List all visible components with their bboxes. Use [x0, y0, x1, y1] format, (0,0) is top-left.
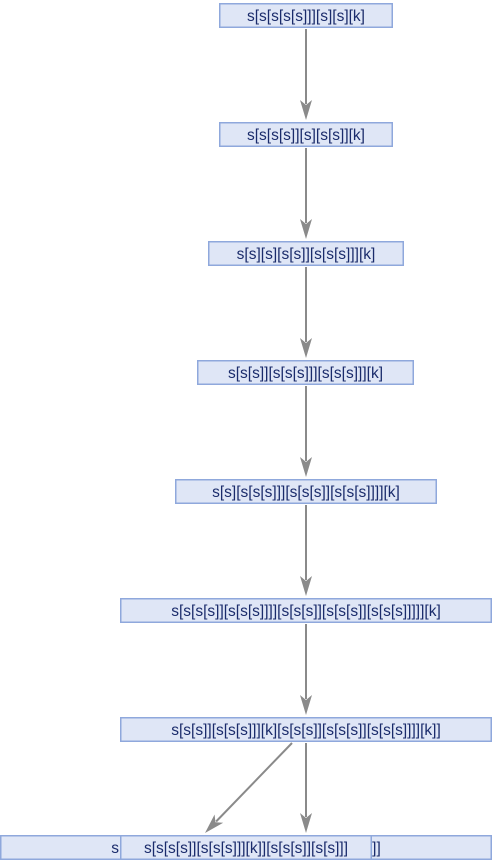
node-box	[219, 122, 393, 147]
node-n5: s[s[s[s]][s[s[s]]]][s[s[s]][s[s[s]][s[s[…	[120, 598, 492, 623]
edge-n1-n2	[300, 148, 312, 239]
arrow-head-icon	[300, 576, 312, 596]
edge-n4-n5	[300, 505, 312, 596]
edge-line	[215, 742, 293, 823]
node-n3: s[s[s]][s[s[s]]][s[s[s]]][k]	[197, 360, 414, 385]
edge-n5-n6	[300, 624, 312, 715]
node-box	[120, 717, 492, 742]
node-label: s[s[s[s]][s][s[s]][k]	[247, 127, 365, 144]
node-n0: s[s[s[s[s]]][s][s][k]	[219, 3, 393, 28]
edge-n0-n1	[300, 29, 312, 120]
edge-n6-n8	[300, 743, 312, 833]
node-n4: s[s][s[s[s]]][s[s[s]][s[s[s]]]][k]	[175, 479, 437, 504]
node-label: s[s][s][s[s]][s[s[s]]][k]	[237, 246, 376, 263]
node-label: s[s[s[s]][s[s[s]]][k]][s[s[s]][s[s]]]	[144, 840, 348, 857]
node-label: s[s[s]][s[s[s]]][s[s[s]]][k]	[228, 365, 383, 382]
node-box	[208, 241, 404, 266]
node-label: s[s[s]][s[s[s]]][k][s[s[s]][s[s[s]][s[s[…	[171, 722, 441, 739]
edges-layer	[205, 29, 312, 833]
node-label: s[s[s[s[s]]][s][s][k]	[247, 8, 365, 25]
nodes-layer: s[s[s[s[s]]][s][s][k] s[s[s[s]][s][s[s]][…	[0, 3, 492, 860]
arrow-head-icon	[300, 219, 312, 239]
node-n8: s[s[s[s]][s[s[s]]][k]][s[s[s]][s[s]]]	[120, 835, 372, 860]
edge-n3-n4	[300, 386, 312, 477]
node-box	[120, 598, 492, 623]
arrow-head-icon	[300, 338, 312, 358]
arrow-head-icon	[300, 457, 312, 477]
node-box	[175, 479, 437, 504]
arrow-head-icon	[300, 100, 312, 120]
node-n1: s[s[s[s]][s][s[s]][k]	[219, 122, 393, 147]
edge-n6-n7	[205, 742, 293, 833]
node-box	[120, 835, 372, 860]
arrow-head-icon	[300, 695, 312, 715]
node-box	[197, 360, 414, 385]
node-label: s[s][s[s[s]]][s[s[s]][s[s[s]]]][k]	[212, 484, 400, 501]
node-label: s[s[s[s]][s[s[s]]]][s[s[s]][s[s[s]][s[s[…	[171, 603, 441, 620]
node-box	[219, 3, 393, 28]
node-n2: s[s][s][s[s]][s[s[s]]][k]	[208, 241, 404, 266]
arrow-head-icon	[300, 813, 312, 833]
node-n6: s[s[s]][s[s[s]]][k][s[s[s]][s[s[s]][s[s[…	[120, 717, 492, 742]
arrow-head-icon	[205, 814, 224, 833]
edge-n2-n3	[300, 267, 312, 358]
